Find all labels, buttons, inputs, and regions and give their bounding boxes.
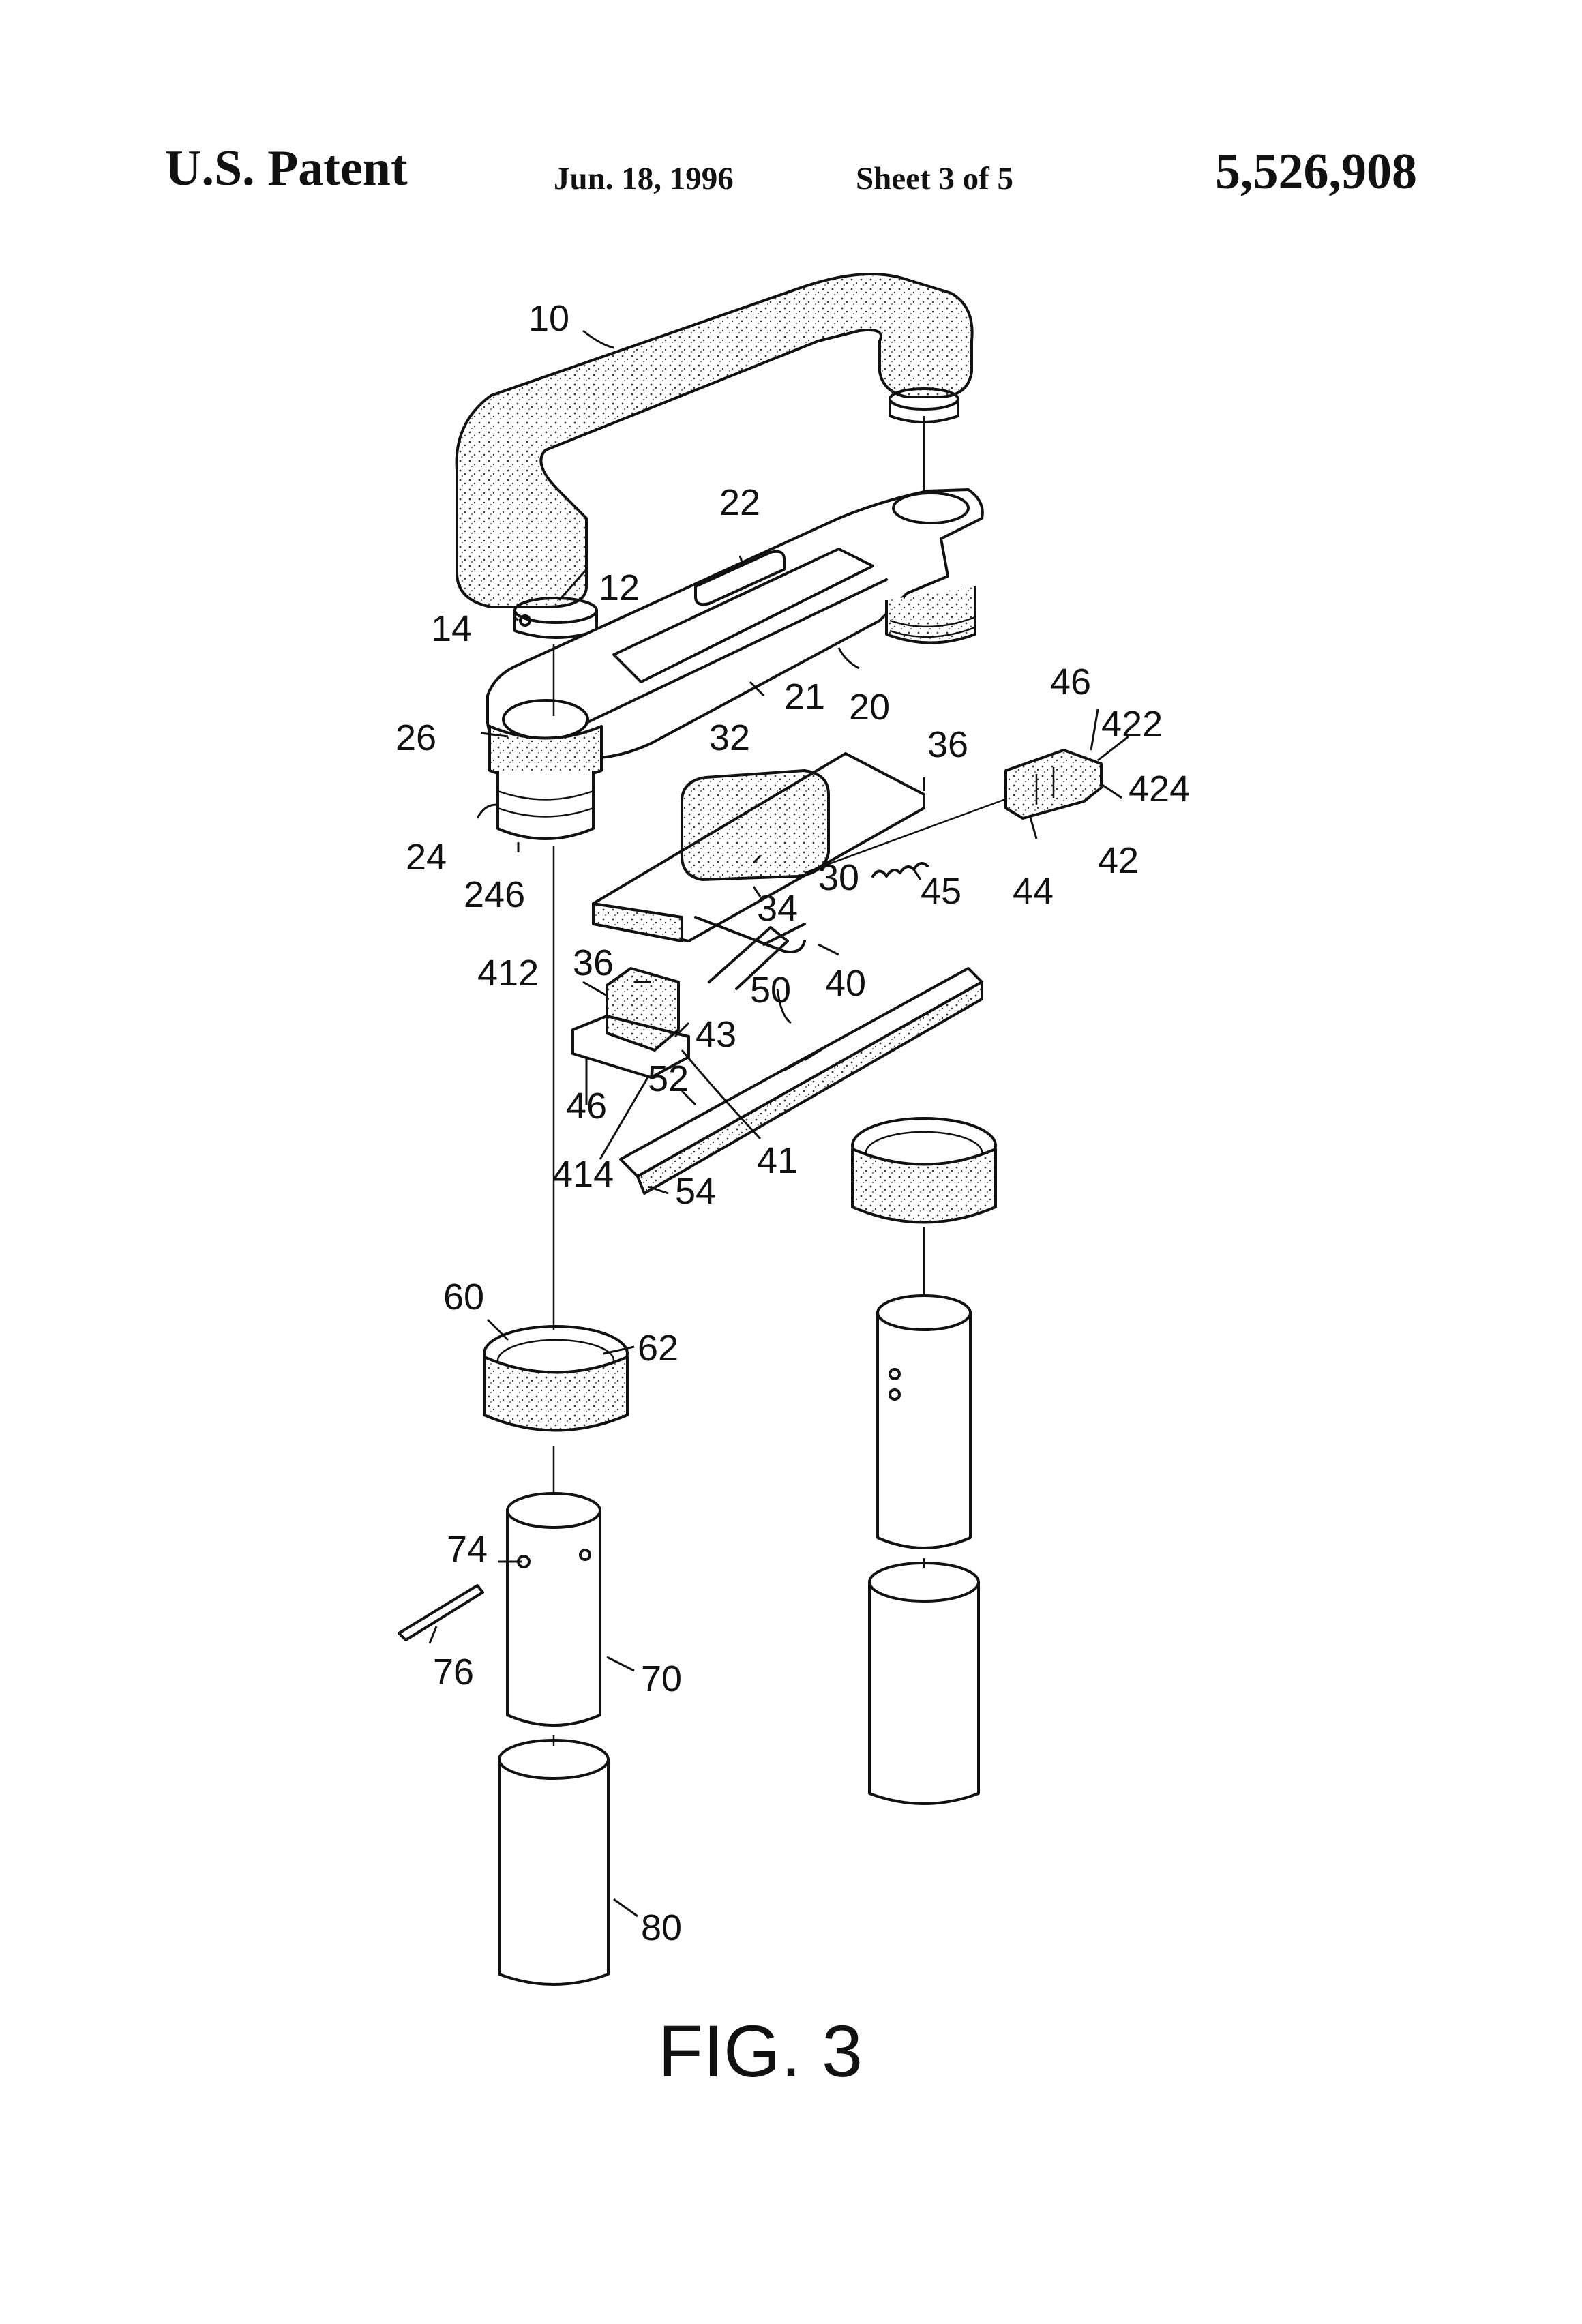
assembly-axes [552, 416, 925, 1746]
label-20: 20 [849, 687, 890, 728]
spring-plate-30 [592, 752, 925, 953]
ring-60 [483, 1325, 629, 1432]
tube-right-lower [868, 1562, 980, 1805]
label-41: 41 [757, 1140, 798, 1181]
leader-lines [428, 329, 1129, 1918]
handle-10 [455, 273, 974, 639]
label-24: 24 [406, 837, 447, 878]
lock-rod-assembly [804, 749, 1103, 878]
label-412: 412 [477, 953, 539, 994]
label-246: 246 [464, 874, 525, 915]
patent-title: U.S. Patent [165, 140, 408, 196]
tube-80 [498, 1739, 610, 1986]
label-34: 34 [757, 888, 798, 929]
label-30: 30 [818, 857, 859, 898]
label-414: 414 [552, 1154, 614, 1195]
label-12: 12 [599, 567, 640, 608]
patent-date: Jun. 18, 1996 [554, 161, 734, 196]
figure-caption: FIG. 3 [658, 2010, 863, 2092]
reference-numerals: 10 22 12 14 26 21 20 32 36 46 422 424 24… [395, 298, 1190, 1948]
label-422: 422 [1101, 704, 1163, 745]
label-32: 32 [709, 717, 750, 758]
tube-right-upper [876, 1294, 972, 1549]
ring-right [851, 1117, 997, 1224]
base-plate-20 [486, 488, 984, 840]
rail-50 [619, 967, 983, 1195]
label-70: 70 [641, 1658, 682, 1699]
label-40: 40 [825, 963, 866, 1004]
label-26: 26 [395, 717, 436, 758]
label-42: 42 [1098, 840, 1139, 881]
label-36b: 36 [573, 942, 614, 983]
label-43: 43 [696, 1014, 736, 1055]
label-22: 22 [719, 482, 760, 523]
label-50: 50 [750, 970, 791, 1011]
patent-number: 5,526,908 [1215, 144, 1417, 200]
label-14: 14 [431, 608, 472, 649]
tube-70 [398, 1492, 601, 1727]
label-52: 52 [648, 1058, 689, 1099]
label-45: 45 [921, 871, 961, 912]
label-62: 62 [638, 1328, 678, 1369]
label-74: 74 [447, 1529, 488, 1570]
label-36a: 36 [927, 724, 968, 765]
label-46b: 46 [566, 1086, 607, 1127]
label-44: 44 [1013, 871, 1054, 912]
label-46a: 46 [1050, 661, 1091, 702]
label-21: 21 [784, 676, 825, 717]
label-76: 76 [433, 1652, 474, 1693]
sheet-number: Sheet 3 of 5 [856, 161, 1014, 196]
label-54: 54 [675, 1171, 716, 1212]
label-60: 60 [443, 1277, 484, 1317]
label-424: 424 [1129, 769, 1190, 809]
label-10: 10 [528, 298, 569, 339]
label-80: 80 [641, 1907, 682, 1948]
